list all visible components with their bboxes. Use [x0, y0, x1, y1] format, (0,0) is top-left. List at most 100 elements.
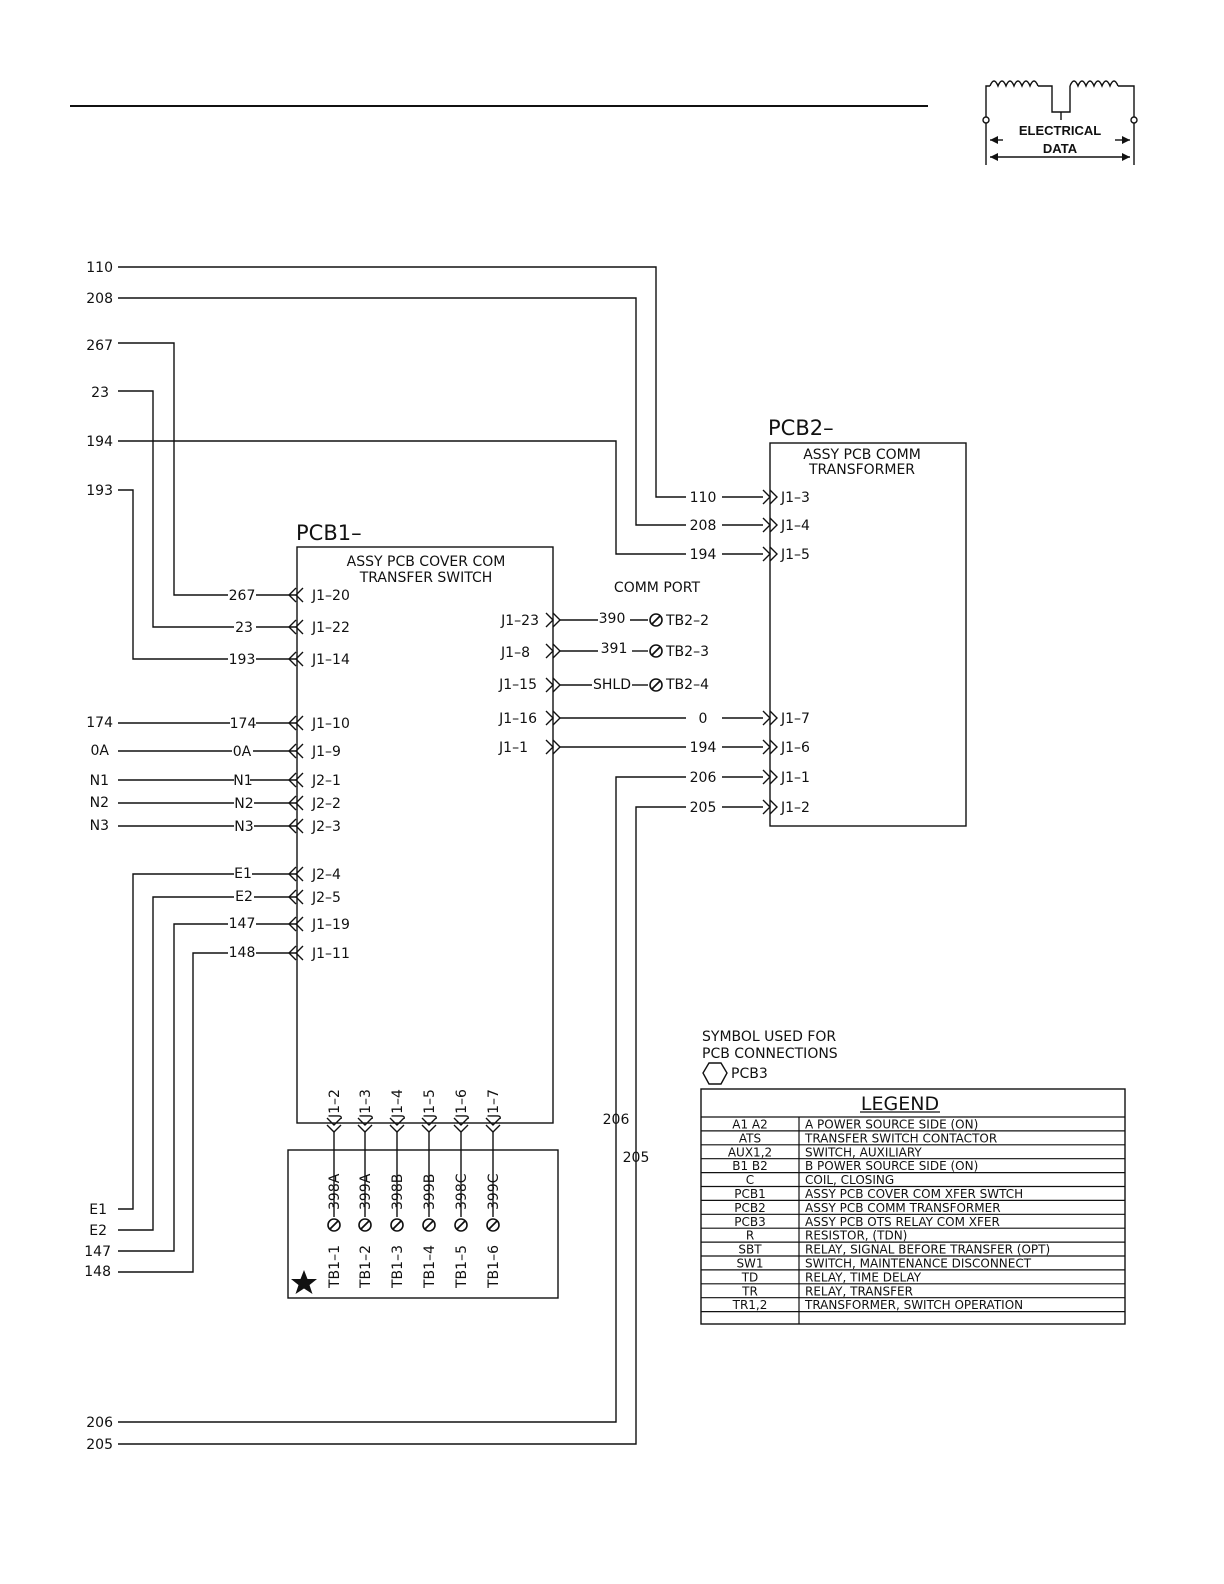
pcb1-left-wires	[118, 342, 234, 1273]
legend-desc: SWITCH, MAINTENANCE DISCONNECT	[805, 1257, 1032, 1271]
pcb1-wire-e1: E1	[234, 866, 252, 882]
bottom-connectors: J1–2398ATB1–1J1–3399ATB1–2J1–4398BTB1–3J…	[326, 1089, 502, 1289]
comm-wire-shld: SHLD	[593, 677, 631, 693]
bottom-pin-label: J1–4	[390, 1089, 406, 1119]
wire-193	[118, 489, 228, 660]
pcb1-wire-267: 267	[229, 588, 256, 604]
legend-desc: ASSY PCB COMM TRANSFORMER	[805, 1201, 1001, 1215]
wire-label-147: 147	[84, 1244, 111, 1260]
terminal-label: TB1–6	[486, 1245, 502, 1289]
pcb2-pin-j1-1: J1–1	[780, 770, 810, 786]
pcb1-wire-n3: N3	[234, 819, 253, 835]
legend-code: SBT	[738, 1243, 762, 1257]
pcb1-pin-j2-2: J2–2	[311, 796, 341, 812]
pcb1-pin-j1-19: J1–19	[311, 917, 350, 933]
wire-205	[118, 806, 686, 1445]
comm-terminals	[649, 613, 663, 692]
wire-label-n1: N1	[90, 773, 109, 789]
wire-e1	[118, 873, 234, 1210]
connector-chevron-icon	[357, 1117, 373, 1133]
pcb1-pin-j1-8: J1–8	[500, 645, 530, 661]
pcb1-desc-line2: TRANSFER SWITCH	[359, 570, 493, 586]
pcb2-pin-j1-6: J1–6	[780, 740, 810, 756]
bottom-wire-label: 399B	[422, 1174, 438, 1210]
connector-chevron-icon	[288, 916, 304, 932]
pcb1-pin-j1-20: J1–20	[311, 588, 350, 604]
wire-label-194: 194	[86, 434, 113, 450]
pcb1-desc-line1: ASSY PCB COVER COM	[347, 554, 506, 570]
wire-148	[118, 952, 228, 1273]
legend-desc: TRANSFORMER, SWITCH OPERATION	[804, 1298, 1023, 1312]
wire-110	[118, 266, 686, 498]
wire-label-110: 110	[86, 260, 113, 276]
screw-terminal-icon	[358, 1218, 372, 1232]
screw-terminal-icon	[422, 1218, 436, 1232]
symbol-note-line1: SYMBOL USED FOR	[702, 1029, 836, 1045]
pcb1-pin-j2-1: J2–1	[311, 773, 341, 789]
pcb1-pin-j2-3: J2–3	[311, 819, 341, 835]
pcb1-pin-j2-5: J2–5	[311, 890, 341, 906]
badge-line1: ELECTRICAL	[1019, 123, 1101, 138]
connector-chevron-icon	[762, 710, 778, 726]
comm-terminal-tb2-4: TB2–4	[665, 677, 709, 693]
connector-chevron-icon	[288, 818, 304, 834]
pcb2-wire-194b: 194	[690, 740, 717, 756]
legend-frame	[700, 1088, 1126, 1325]
bottom-pin-label: J1–3	[358, 1089, 374, 1119]
pcb1-wire-147: 147	[229, 916, 256, 932]
wire-23	[118, 390, 234, 628]
wire-194	[118, 440, 686, 555]
pcb1-wire-n1: N1	[233, 773, 252, 789]
bottom-pin-label: J1–6	[454, 1089, 470, 1119]
screw-terminal-icon	[390, 1218, 404, 1232]
wire-208	[118, 297, 686, 526]
connector-chevron-icon	[288, 715, 304, 731]
terminal-label: TB1–1	[327, 1245, 343, 1289]
pcb1-wire-23: 23	[235, 620, 253, 636]
pcb1-wire-193: 193	[229, 652, 256, 668]
star-icon	[291, 1270, 317, 1294]
left-wire-labels: 110 208 267 23 194 193 174 0A N1 N2 N3 E…	[84, 260, 113, 1453]
legend-code: PCB2	[734, 1201, 765, 1215]
pcb1-box	[296, 546, 554, 1124]
connector-chevron-icon	[421, 1117, 437, 1133]
connector-chevron-icon	[288, 889, 304, 905]
pcb2-wire-208: 208	[690, 518, 717, 534]
connector-chevron-icon	[288, 743, 304, 759]
screw-terminal-icon	[327, 1218, 341, 1232]
connector-chevron-icon	[762, 799, 778, 815]
terminal-label: TB1–2	[358, 1245, 374, 1289]
connector-chevron-icon	[288, 866, 304, 882]
wire-label-205: 205	[86, 1437, 113, 1453]
symbol-note-example: PCB3	[731, 1066, 768, 1082]
pcb2-feed-wires: 206 205	[118, 266, 686, 1445]
connector-chevron-icon	[453, 1117, 469, 1133]
connector-chevron-icon	[389, 1117, 405, 1133]
comm-wire-391: 391	[601, 641, 628, 657]
badge-line2: DATA	[1043, 141, 1078, 156]
legend-code: C	[746, 1173, 754, 1187]
screw-terminal-icon	[649, 613, 663, 627]
legend-desc: B POWER SOURCE SIDE (ON)	[805, 1159, 978, 1173]
pcb1-pin-j1-16: J1–16	[498, 711, 537, 727]
legend-desc: ASSY PCB OTS RELAY COM XFER	[805, 1215, 1000, 1229]
bottom-pin-label: J1–5	[422, 1089, 438, 1119]
wire-label-267: 267	[86, 338, 113, 354]
legend-desc: RELAY, SIGNAL BEFORE TRANSFER (OPT)	[805, 1243, 1050, 1257]
pcb1-pin-j2-4: J2–4	[311, 867, 341, 883]
comm-terminal-tb2-2: TB2–2	[665, 613, 709, 629]
legend-desc: RELAY, TIME DELAY	[805, 1270, 922, 1284]
pcb2-title: PCB2–	[768, 416, 834, 440]
bottom-wire-label: 399A	[358, 1173, 374, 1210]
legend-desc: RESISTOR, (TDN)	[805, 1229, 907, 1243]
bottom-wire-label: 398A	[327, 1173, 343, 1210]
connector-chevron-icon	[288, 772, 304, 788]
pcb2-desc-line1: ASSY PCB COMM	[803, 447, 921, 463]
terminal-label: TB1–4	[422, 1245, 438, 1289]
pcb1-pin-j1-23: J1–23	[500, 613, 539, 629]
pcb1-left-connectors: 267 23 193 174 0A N1 N2 N3 E1 E2 147 148…	[229, 587, 350, 962]
connector-chevron-icon	[288, 651, 304, 667]
pcb1-wire-e2: E2	[235, 889, 253, 905]
